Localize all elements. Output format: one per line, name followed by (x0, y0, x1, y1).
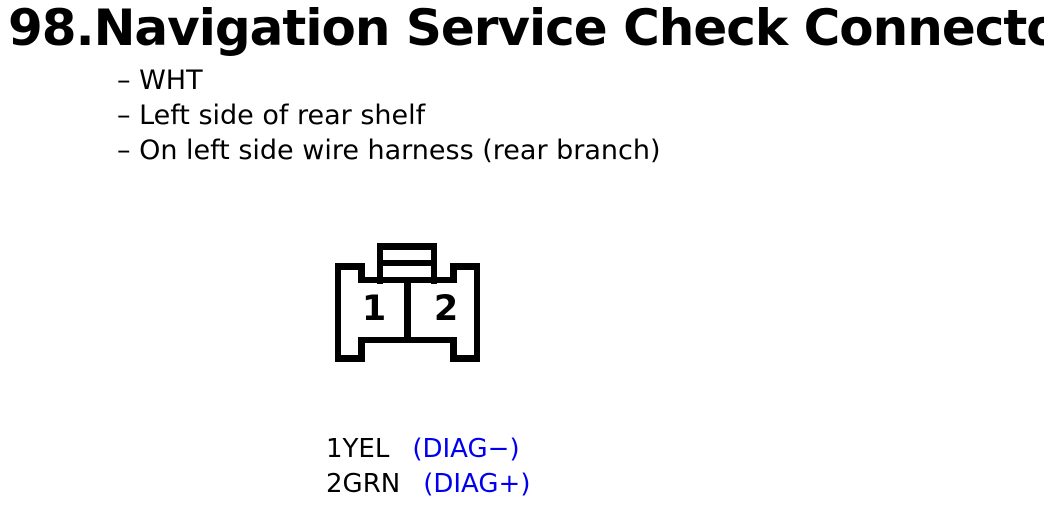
right-flange-outer-edge (474, 263, 480, 362)
cavity-2-label: 2 (434, 289, 458, 329)
right-flange-top-step (450, 263, 457, 283)
right-flange-top-edge (450, 263, 480, 270)
latch-mid-line (377, 260, 437, 266)
pin-2-signal-label: (DIAG+) (423, 469, 531, 499)
detail-line-color: – WHT (117, 65, 203, 96)
left-flange-top-step (358, 263, 365, 283)
pin-row-1: 1YEL (DIAG−) (326, 432, 530, 467)
left-flange-bottom-step (358, 337, 365, 362)
right-flange-bottom-edge (450, 355, 480, 362)
page-title: 98.Navigation Service Check Connector (8, 0, 1044, 57)
left-flange-outer-edge (335, 263, 341, 362)
cavity-divider (404, 277, 411, 343)
pin-1-signal-label: (DIAG−) (412, 434, 520, 464)
latch-top-edge (377, 243, 437, 250)
detail-line-harness: – On left side wire harness (rear branch… (117, 135, 661, 166)
pin-2-wire-label: 2GRN (326, 469, 401, 499)
cavity-1-label: 1 (362, 289, 386, 329)
connector-outline (335, 243, 480, 362)
pin-row-2: 2GRN (DIAG+) (326, 467, 530, 502)
detail-list: – WHT – Left side of rear shelf – On lef… (117, 63, 661, 168)
right-flange-bottom-step (450, 337, 457, 362)
connector-diagram: 1 2 (335, 243, 480, 362)
pinout-list: 1YEL (DIAG−) 2GRN (DIAG+) (326, 432, 530, 502)
pin-1-wire-label: 1YEL (326, 434, 390, 464)
detail-line-location: – Left side of rear shelf (117, 100, 426, 131)
left-flange-top-edge (335, 263, 365, 270)
left-flange-bottom-edge (335, 355, 365, 362)
